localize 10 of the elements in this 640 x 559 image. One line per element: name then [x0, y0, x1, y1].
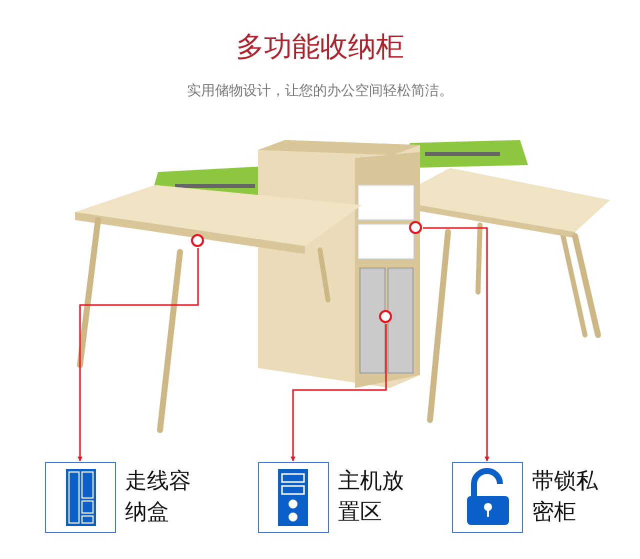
- leader-line: [423, 227, 490, 462]
- feature-label: 主机放置区: [338, 468, 405, 527]
- subtitle: 实用储物设计，让您的办公空间轻松简洁。: [186, 82, 454, 100]
- title: 多功能收纳柜: [235, 29, 405, 65]
- leader-line: [290, 324, 387, 462]
- leader-line: [78, 248, 199, 462]
- feature-label: 带锁私密柜: [532, 468, 599, 527]
- callout-dot: [409, 221, 422, 234]
- feature-label: 走线容纳盒: [125, 468, 192, 527]
- callout-dot: [191, 234, 204, 247]
